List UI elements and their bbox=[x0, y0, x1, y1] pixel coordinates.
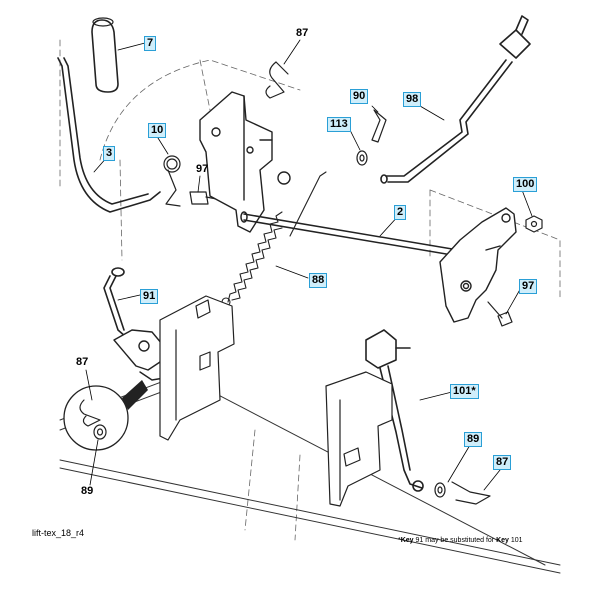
callout-90: 90 bbox=[350, 89, 369, 104]
hairpin-clip-part-87-top bbox=[265, 61, 289, 99]
callout-88: 88 bbox=[309, 273, 328, 288]
washer-part-89-right bbox=[434, 482, 446, 498]
callout-87-top: 87 bbox=[296, 27, 309, 39]
diagram-id-label: lift-tex_18_r4 bbox=[32, 528, 85, 538]
callout-97-left: 97 bbox=[196, 163, 209, 175]
callout-113: 113 bbox=[327, 117, 351, 132]
callout-97-right: 97 bbox=[519, 279, 538, 294]
callout-87-right: 87 bbox=[493, 455, 512, 470]
callout-91: 91 bbox=[140, 289, 159, 304]
footnote-key-2: Key bbox=[496, 537, 509, 544]
washer-part-113 bbox=[356, 150, 368, 166]
lift-shaft-part-2 bbox=[240, 211, 471, 259]
footnote-asterisk: * bbox=[398, 537, 401, 544]
hairpin-part-90 bbox=[371, 109, 387, 143]
footnote-key-1: Key bbox=[400, 537, 414, 544]
callout-89-left: 89 bbox=[81, 485, 94, 497]
deck-hanger-left bbox=[159, 295, 235, 441]
callout-87-left: 87 bbox=[76, 356, 89, 368]
shaft-bracket-right bbox=[439, 207, 517, 323]
callout-89-right: 89 bbox=[464, 432, 483, 447]
callout-100: 100 bbox=[513, 177, 538, 192]
nut-part-100 bbox=[525, 215, 543, 233]
deck-hanger-right bbox=[325, 371, 393, 507]
callout-3: 3 bbox=[103, 146, 116, 161]
callout-2: 2 bbox=[394, 205, 407, 220]
callout-101: 101* bbox=[450, 384, 479, 399]
lift-handle-part-3 bbox=[57, 57, 161, 213]
footnote-text-2: 101 bbox=[508, 537, 523, 544]
adjust-link-part-101 bbox=[365, 329, 424, 492]
bolt-part-97-right bbox=[487, 301, 513, 327]
torsion-spring-part-10 bbox=[163, 155, 181, 207]
grip-part-7 bbox=[91, 17, 119, 93]
callout-7: 7 bbox=[144, 36, 157, 51]
footnote: *Key 91 may be substituted for Key 101 bbox=[398, 537, 523, 544]
detail-magnifier bbox=[63, 380, 148, 451]
callout-98: 98 bbox=[403, 92, 422, 107]
pivot-bracket bbox=[199, 91, 291, 233]
hairpin-part-87-right bbox=[451, 481, 491, 505]
callout-10: 10 bbox=[148, 123, 167, 138]
lift-link-part-98 bbox=[380, 15, 531, 184]
footnote-text-1: 91 may be substituted for bbox=[413, 537, 497, 544]
